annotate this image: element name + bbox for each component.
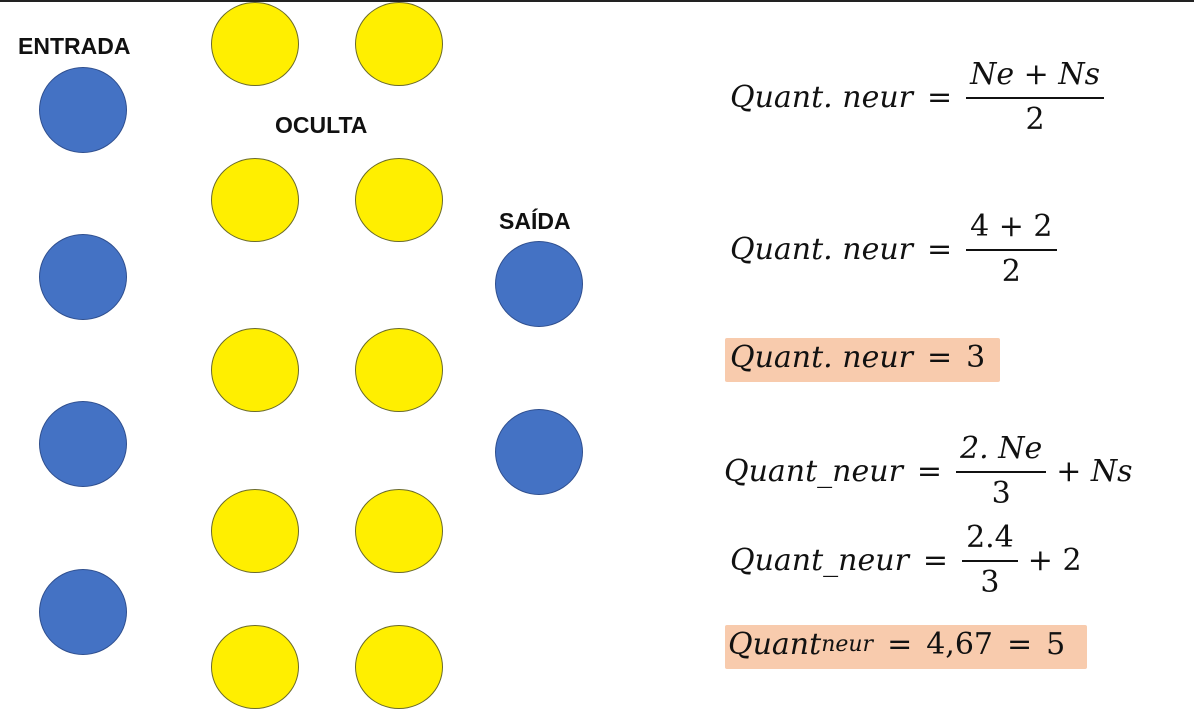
equation-2: Quant. neur = 4 + 2 2 (730, 209, 1057, 289)
equation-3: Quant. neur = 3 (730, 340, 985, 375)
eq1-equals: = (927, 80, 953, 115)
input-neuron-3 (39, 401, 127, 487)
input-layer-label: ENTRADA (18, 33, 131, 59)
hidden-neuron-4 (355, 158, 443, 242)
eq6-rhs: 5 (1046, 627, 1066, 662)
eq5-equals: = (922, 543, 949, 578)
result-highlight-1 (725, 338, 1000, 382)
eq6-equals-1: = (887, 627, 913, 662)
eq2-denominator: 2 (1001, 253, 1021, 289)
hidden-neuron-8 (355, 489, 443, 573)
eq6-mid-value: 4,67 (926, 627, 993, 662)
hidden-layer-label: OCULTA (275, 112, 368, 138)
eq4-fraction: 2. Ne 3 (956, 431, 1047, 511)
eq5-lhs: Quant_neur (730, 543, 909, 578)
eq4-lhs: Quant_neur (724, 454, 903, 489)
eq2-fraction: 4 + 2 2 (966, 209, 1057, 289)
input-neuron-1 (39, 67, 127, 153)
eq5-fraction: 2.4 3 (962, 520, 1018, 600)
hidden-neuron-6 (355, 328, 443, 412)
top-border-line (0, 0, 1194, 2)
output-layer-label: SAÍDA (499, 208, 571, 234)
output-neuron-2 (495, 409, 583, 495)
equation-4: Quant_neur = 2. Ne 3 + Ns (724, 431, 1133, 511)
output-neuron-1 (495, 241, 583, 327)
eq3-rhs: 3 (966, 340, 986, 375)
result-highlight-2 (725, 625, 1087, 669)
hidden-neuron-1 (211, 2, 299, 86)
equation-5: Quant_neur = 2.4 3 + 2 (730, 520, 1082, 600)
input-neuron-2 (39, 234, 127, 320)
eq2-numerator: 4 + 2 (966, 209, 1057, 251)
hidden-neuron-2 (355, 2, 443, 86)
eq6-lhs-subscript: neur (821, 632, 874, 657)
hidden-neuron-7 (211, 489, 299, 573)
eq1-lhs: Quant. neur (730, 80, 913, 115)
eq5-tail: + 2 (1027, 543, 1082, 578)
eq1-numerator: Ne + Ns (966, 57, 1104, 99)
eq3-equals: = (927, 340, 953, 375)
eq1-fraction: Ne + Ns 2 (966, 57, 1104, 137)
eq6-equals-2: = (1007, 627, 1033, 662)
eq1-denominator: 2 (1025, 101, 1045, 137)
hidden-neuron-3 (211, 158, 299, 242)
input-neuron-4 (39, 569, 127, 655)
eq4-tail: + Ns (1056, 454, 1133, 489)
eq4-equals: = (916, 454, 943, 489)
equation-1: Quant. neur = Ne + Ns 2 (730, 57, 1104, 137)
eq2-equals: = (927, 232, 953, 267)
hidden-neuron-10 (355, 625, 443, 709)
hidden-neuron-5 (211, 328, 299, 412)
eq5-numerator: 2.4 (962, 520, 1018, 562)
eq5-denominator: 3 (980, 564, 1000, 600)
hidden-neuron-9 (211, 625, 299, 709)
eq4-denominator: 3 (991, 475, 1011, 511)
eq6-lhs-base: Quant (728, 627, 822, 662)
eq2-lhs: Quant. neur (730, 232, 913, 267)
eq3-lhs: Quant. neur (730, 340, 913, 375)
eq4-numerator: 2. Ne (956, 431, 1047, 473)
